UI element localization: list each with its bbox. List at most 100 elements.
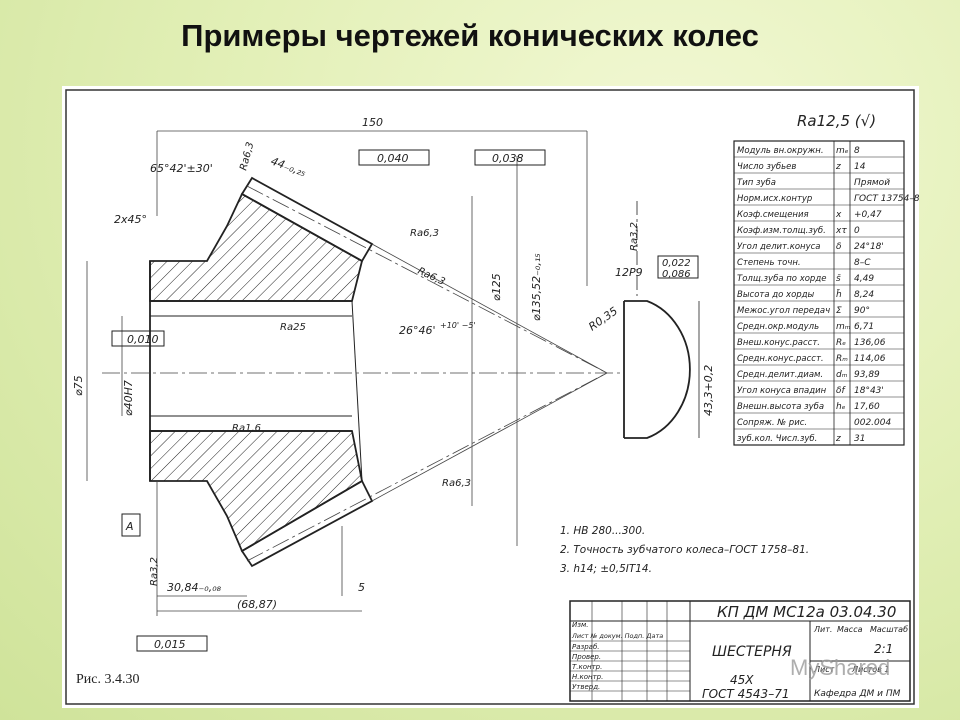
param-name: Сопряж. № рис. [737, 418, 807, 428]
tol-frame-0040 [358, 149, 430, 166]
title-col-lit: Лит. [813, 625, 832, 634]
tol-frame-0038 [474, 149, 546, 166]
roughness-ra63-a: Ra6,3 [410, 228, 439, 239]
drawing-frame [65, 89, 915, 705]
param-value: 002.004 [854, 418, 891, 428]
title-block [569, 600, 911, 702]
title-row-4: Утверд. [572, 683, 600, 691]
slide-title: Примеры чертежей конических колес [181, 18, 759, 53]
dim-angle-26-tol: +10' −5' [440, 321, 476, 330]
param-value: 8–С [854, 258, 871, 268]
dim-d75: ⌀75 [72, 375, 85, 396]
dim-43-3: 43,3+0,2 [702, 365, 715, 416]
dim-68-87: (68,87) [237, 598, 277, 611]
param-symbol: h̄ [836, 288, 842, 300]
param-symbol: s̄ [836, 274, 841, 284]
title-part-name: ШЕСТЕРНЯ [712, 644, 792, 660]
tol-0038: 0,038 [492, 152, 524, 165]
watermark: MyShared [790, 655, 891, 680]
param-name: Модуль вн.окружн. [737, 146, 824, 156]
tol-0022: 0,022 [662, 258, 691, 269]
param-symbol: Σ [836, 306, 842, 316]
roughness-ra16: Ra1,6 [232, 423, 261, 434]
title-row-0: Разраб. [572, 643, 600, 651]
param-name: Межос.угол передач [737, 306, 830, 316]
datum-label: A [125, 520, 134, 533]
param-value: 18°43' [854, 386, 884, 396]
param-name: Норм.исх.контур [737, 194, 812, 204]
dim-d40: ⌀40H7 [122, 380, 135, 416]
param-symbol: Rₑ [836, 338, 846, 348]
title-col-sheet: Лист [813, 665, 835, 674]
tol-0010: 0,010 [127, 333, 159, 346]
note-3: 3. h14; ±0,5IT14. [560, 563, 652, 575]
param-name: Средн.окр.модуль [737, 322, 819, 332]
param-name: Угол делит.конуса [737, 242, 821, 252]
param-name: Угол конуса впадин [737, 386, 827, 396]
note-1: 1. HB 280...300. [560, 525, 645, 537]
param-symbol: z [835, 434, 841, 444]
dim-12p9: 12P9 [615, 266, 643, 279]
title-row-3: Н.контр. [572, 673, 603, 681]
roughness-ra32-left: Ra3,2 [149, 557, 160, 586]
figure-caption: Рис. 3.4.30 [76, 672, 140, 687]
title-material-2: ГОСТ 4543–71 [702, 687, 789, 701]
param-name: Средн.конус.расст. [737, 354, 824, 364]
title-org: Кафедра ДМ и ПМ [814, 689, 901, 699]
dim-30-84: 30,84₋₀,₀₈ [167, 581, 222, 594]
param-value: 8,24 [854, 290, 874, 300]
param-name: Коэф.изм.толщ.зуб. [737, 226, 826, 236]
tolerance-frames: 0,040 0,038 0,010 0,022 0,086 0,015 A [111, 149, 699, 652]
param-symbol: δf [836, 386, 847, 396]
param-value: Прямой [854, 178, 890, 188]
param-name: Высота до хорды [737, 290, 815, 300]
title-col-sheets: Листов 1 [851, 665, 890, 674]
roughness-ra63-top: Ra6,3 [238, 141, 256, 172]
dim-chamfer-2x45: 2x45° [114, 213, 147, 226]
param-value: 31 [854, 434, 865, 444]
param-value: 93,89 [854, 370, 880, 380]
note-2: 2. Точность зубчатого колеса–ГОСТ 1758–8… [560, 544, 809, 556]
param-symbol: dₘ [836, 370, 848, 380]
title-scale: 2:1 [874, 642, 893, 656]
roughness-ra63-b: Ra6,3 [416, 266, 447, 288]
roughness-ra63-c: Ra6,3 [442, 478, 471, 489]
param-symbol: x [835, 210, 842, 220]
param-value: 4,49 [854, 274, 874, 284]
param-value: 24°18' [854, 242, 884, 252]
dim-angle-26: 26°46' [399, 324, 436, 337]
dim-d13552: ⌀135,52₋₀,₁₅ [530, 253, 543, 321]
param-value: 136,06 [854, 338, 886, 348]
tech-notes: 1. HB 280...300. 2. Точность зубчатого к… [560, 525, 809, 575]
param-value: 114,06 [854, 354, 886, 364]
param-name: Внеш.конус.расст. [737, 338, 820, 348]
param-value: 14 [854, 162, 866, 172]
param-symbol: hₑ [836, 402, 846, 412]
dim-angle-65: 65°42'±30' [150, 162, 213, 175]
construction-lines [86, 130, 622, 616]
title-row-izm: Изм. [572, 621, 588, 629]
title-row-1: Провер. [572, 653, 601, 661]
dim-5: 5 [358, 581, 365, 594]
title-row-2: Т.контр. [572, 663, 602, 671]
drawing-svg: 150 44₋₀,₂₅ 65°42'±30' 2x45° 26°46' +10'… [65, 89, 919, 705]
param-name: Число зубьев [737, 162, 796, 172]
roughness-general: Ra12,5 (√) [797, 112, 876, 130]
param-symbol: δ [836, 242, 842, 252]
title-col-mass: Масса [837, 625, 863, 634]
tol-frame-0015 [136, 635, 208, 652]
roughness-ra32-right: Ra3,2 [629, 222, 640, 251]
param-symbol: Rₘ [836, 354, 848, 364]
param-name: Коэф.смещения [737, 210, 809, 220]
dim-r035: R0,35 [586, 304, 620, 333]
gear-section [149, 176, 374, 568]
param-value: 17,60 [854, 402, 880, 412]
dim-d125: ⌀125 [490, 273, 503, 301]
datum-box [121, 513, 141, 537]
param-symbol: z [835, 162, 841, 172]
tol-0086: 0,086 [662, 269, 691, 280]
param-name: Степень точн. [737, 258, 801, 268]
param-symbol: mₘ [836, 322, 851, 332]
param-name: Толщ.зуба по хорде [737, 274, 826, 284]
